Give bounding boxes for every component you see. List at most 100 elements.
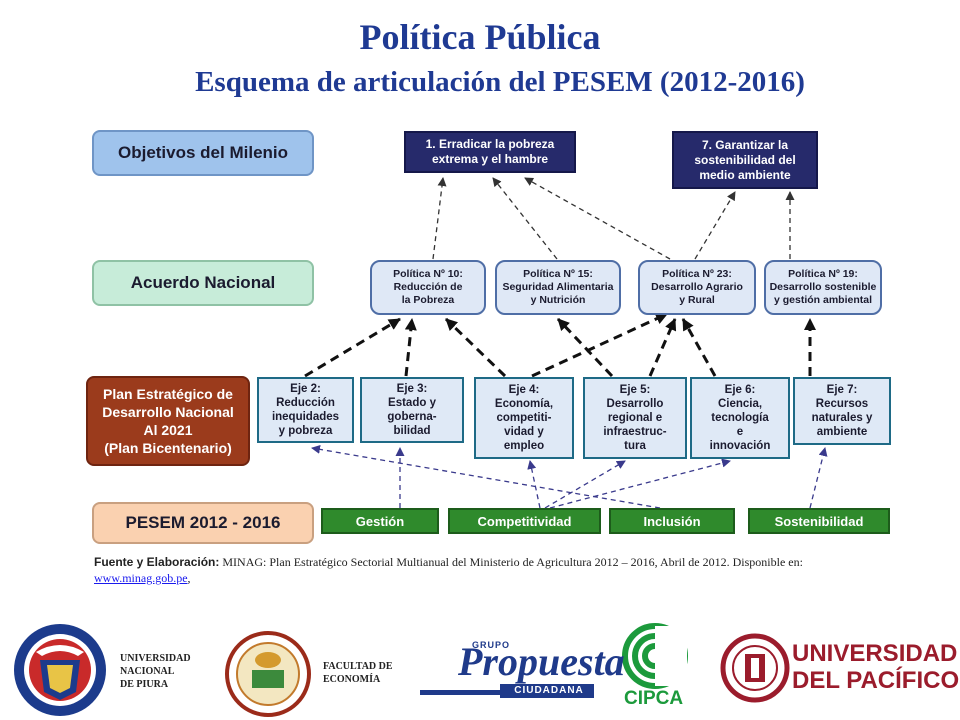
unp-label: UNIVERSIDAD NACIONAL DE PIURA [120,652,191,691]
eje-line: Eje 7: [826,384,858,396]
policy-19: Política Nº 19: Desarrollo sostenible y … [764,260,882,315]
arrow-competitividad-eje6 [549,458,731,509]
source-note: Fuente y Elaboración: MINAG: Plan Estrat… [94,554,854,586]
arrow-sostenibilidad-eje7 [809,447,828,509]
eje-line: bilidad [393,425,431,437]
row-label-objetivos-milenio: Objetivos del Milenio [92,130,314,176]
unp-line: DE PIURA [120,679,169,690]
source-label: Fuente y Elaboración: [94,555,220,569]
policy-line: Desarrollo sostenible [769,281,877,293]
eje-line: Eje 3: [396,383,428,395]
policy-line: Reducción de [393,281,463,293]
arrow-eje5-pol23 [648,318,677,377]
eje-line: Eje 4: [508,384,540,396]
propuesta-bar-left [420,690,500,695]
pesem-competitividad: Competitividad [448,508,601,534]
goal-sostenibilidad-ambiente: 7. Garantizar la sostenibilidad del medi… [672,131,818,189]
eje-line: Eje 6: [724,384,756,396]
arrow-competitividad-eje4 [527,460,541,509]
eje-4: Eje 4: Economía, competiti- vidad y empl… [474,377,574,459]
eje-line: innovación [709,440,771,452]
pesem-inclusion: Inclusión [609,508,735,534]
eje-line: Desarrollo [606,398,664,410]
arrow-pol23-goal1 [524,177,671,260]
policy-line: y Nutrición [530,294,586,306]
page-subtitle: Esquema de articulación del PESEM (2012-… [195,66,805,98]
arrow-eje4-pol23 [531,312,668,378]
eje-line: regional e [607,412,663,424]
unp-line: NACIONAL [120,666,175,677]
plan-line: Al 2021 [143,422,193,438]
facultad-seal-logo [225,631,311,717]
policy-line: Desarrollo Agrario [651,281,743,293]
policy-line: Política Nº 23: [662,268,732,280]
policy-line: Política Nº 10: [393,268,463,280]
eje-6: Eje 6: Ciencia, tecnología e innovación [690,377,790,459]
up-seal-logo [720,633,790,703]
ciudadana-text: CIUDADANA [514,685,584,696]
row-label-pesem: PESEM 2012 - 2016 [92,502,314,544]
plan-line: Desarrollo Nacional [102,404,234,420]
eje-line: inequidades [271,411,340,423]
arrow-eje4-pol10 [444,317,507,378]
plan-line: Plan Estratégico de [103,386,233,402]
up-logo-text: UNIVERSIDAD DEL PACÍFICO [792,640,959,694]
policy-line: Seguridad Alimentaria [502,281,614,293]
goal-line: extrema y el hambre [431,152,549,166]
arrow-eje2-pol10 [304,317,401,378]
up-line: DEL PACÍFICO [792,667,960,694]
propuesta-bar [500,684,594,698]
policy-line: Política Nº 19: [788,268,858,280]
policy-10: Política Nº 10: Reducción de la Pobreza [370,260,486,315]
propuesta-logo-text: Propuesta [458,639,625,684]
grupo-text: GRUPO [472,640,511,650]
policy-line: la Pobreza [401,294,455,306]
goal-line: medio ambiente [699,167,791,182]
arrow-pol10-goal1 [432,177,447,260]
facultad-label: FACULTAD DE ECONOMÍA [323,660,393,686]
eje-2: Eje 2: Reducción inequidades y pobreza [257,377,354,443]
arrow-eje6-pol23 [681,318,717,377]
eje-line: Eje 2: [290,383,321,395]
source-text: MINAG: Plan Estratégico Sectorial Multia… [219,555,803,569]
goal-line: 7. Garantizar la [701,137,789,152]
eje-line: vidad y [504,426,544,438]
plan-line: (Plan Bicentenario) [104,440,232,456]
unp-line: UNIVERSIDAD [120,653,191,664]
row-label-acuerdo-nacional: Acuerdo Nacional [92,260,314,306]
policy-23: Política Nº 23: Desarrollo Agrario y Rur… [638,260,756,315]
eje-line: tura [624,440,646,452]
source-link[interactable]: www.minag.gob.pe [94,571,188,585]
unp-seal-logo [14,624,106,716]
policy-15: Política Nº 15: Seguridad Alimentaria y … [495,260,621,315]
pesem-gestion: Gestión [321,508,439,534]
page-title: Política Pública [359,17,601,57]
eje-line: Economía, [494,398,554,410]
eje-line: e [736,426,744,438]
goal-line: 1. Erradicar la pobreza [425,137,555,151]
eje-line: competiti- [496,412,552,424]
eje-7: Eje 7: Recursos naturales y ambiente [793,377,891,445]
eje-line: naturales y [811,412,873,424]
cipca-text: CIPCA [624,688,684,709]
eje-line: y pobreza [278,425,333,437]
eje-3: Eje 3: Estado y goberna- bilidad [360,377,464,443]
eje-line: empleo [503,440,545,452]
eje-line: Eje 5: [619,384,651,396]
arrow-inclusion-eje2 [311,444,661,509]
eje-5: Eje 5: Desarrollo regional e infraestruc… [583,377,687,459]
eje-line: infraestruc- [603,426,667,438]
eje-line: Recursos [815,398,869,410]
arrow-eje5-pol15 [556,317,614,378]
eje-line: goberna- [387,411,437,423]
eje-line: Estado y [388,397,436,409]
eje-line: ambiente [816,426,868,438]
source-after: , [187,571,191,585]
goal-line: sostenibilidad del [694,152,796,167]
policy-line: y gestión ambiental [773,294,873,306]
facultad-line: ECONOMÍA [323,674,381,685]
eje-line: Ciencia, [717,398,763,410]
goal-erradicar-pobreza: 1. Erradicar la pobreza extrema y el ham… [404,131,576,173]
eje-line: tecnología [711,412,769,424]
